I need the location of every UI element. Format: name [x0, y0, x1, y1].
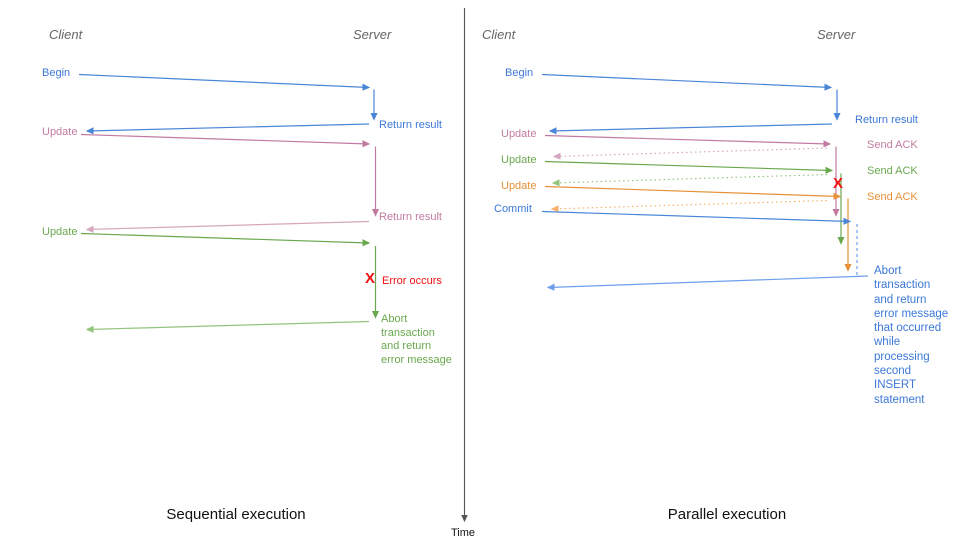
right-send-ack-2-label: Send ACK	[867, 165, 918, 177]
left-error-occurs-label: Error occurs	[382, 275, 442, 287]
left-abort-return-arrow	[85, 320, 370, 333]
right-commit-label: Commit	[494, 203, 532, 215]
right-update-2-label: Update	[501, 154, 537, 166]
left-update2-request-arrow	[80, 232, 371, 247]
right-client-header: Client	[482, 27, 516, 42]
left-return-result-2-label: Return result	[379, 211, 442, 223]
right-abort-return-arrow	[546, 275, 869, 291]
left-error-x-icon: X	[365, 270, 376, 287]
right-begin-request-arrow	[541, 73, 833, 91]
right-send-ack3-arrow	[550, 199, 828, 213]
left-return-result-1-label: Return result	[379, 119, 442, 131]
right-return-result-arrow	[548, 123, 833, 135]
right-begin-label: Begin	[505, 67, 534, 79]
right-update1-request-arrow	[544, 134, 832, 148]
right-caption: Parallel execution	[667, 506, 787, 523]
right-update3-request-arrow	[544, 185, 842, 200]
right-send-ack2-arrow	[551, 173, 828, 187]
right-commit-request-arrow	[541, 210, 852, 225]
right-update2-request-arrow	[544, 160, 834, 174]
right-server-header: Server	[817, 27, 856, 42]
right-send-ack1-arrow	[552, 147, 828, 160]
right-abort-label: Abort transaction and return error messa…	[874, 265, 949, 406]
right-return-result-label: Return result	[855, 114, 918, 126]
right-error-x-icon: X	[833, 175, 844, 192]
right-update-1-label: Update	[501, 128, 537, 140]
left-update-1-label: Update	[42, 126, 78, 138]
left-server-header: Server	[353, 27, 392, 42]
left-return-result-1-arrow	[85, 123, 370, 135]
left-return-result-2-arrow	[85, 220, 370, 233]
right-send-ack-3-label: Send ACK	[867, 191, 918, 203]
left-abort-label: Abort transaction and return error messa…	[381, 313, 452, 366]
time-axis-label: Time	[450, 527, 476, 539]
left-update1-request-arrow	[80, 133, 371, 148]
left-client-header: Client	[49, 27, 83, 42]
left-update-2-label: Update	[42, 226, 78, 238]
right-send-ack-1-label: Send ACK	[867, 139, 918, 151]
right-update-3-label: Update	[501, 180, 537, 192]
left-caption: Sequential execution	[166, 506, 306, 523]
left-begin-label: Begin	[42, 67, 71, 79]
left-begin-request-arrow	[78, 73, 371, 91]
